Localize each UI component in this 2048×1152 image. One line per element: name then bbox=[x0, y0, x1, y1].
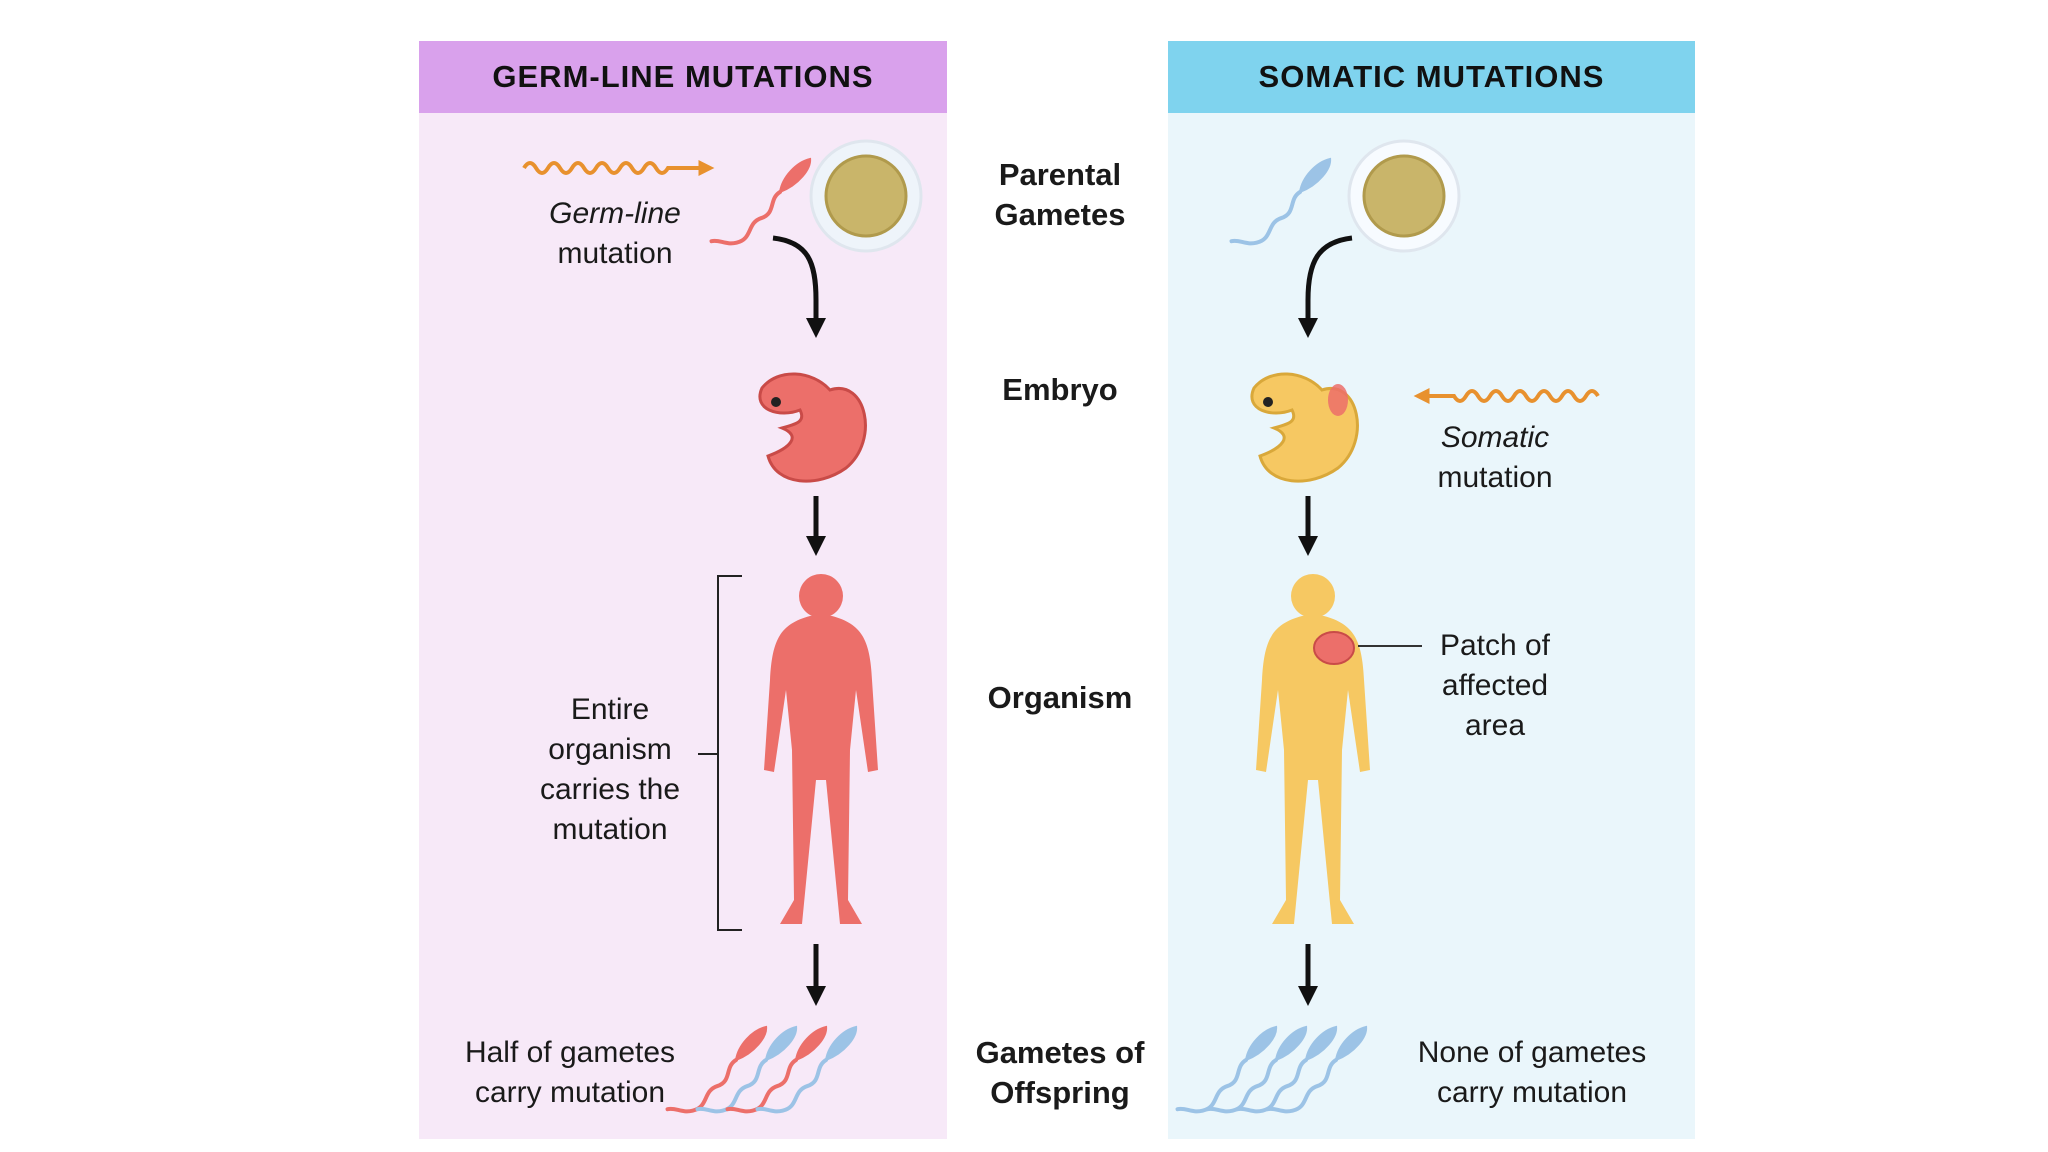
germline-mutation-label: Germ-line mutation bbox=[510, 194, 720, 274]
patch-affected-note-line3: area bbox=[1464, 709, 1526, 742]
somatic-mutation-label-italic: Somatic bbox=[1440, 421, 1550, 454]
somatic-header: SOMATIC MUTATIONS bbox=[1168, 41, 1695, 113]
somatic-organism-icon bbox=[1256, 574, 1370, 924]
somatic-mutation-label: Somatic mutation bbox=[1400, 418, 1590, 498]
normal-sperm-icon bbox=[1229, 135, 1335, 267]
germline-mutation-label-italic: Germ-line bbox=[549, 197, 681, 230]
half-gametes-note-line1: Half of gametes bbox=[464, 1036, 676, 1069]
patch-affected-note: Patch of affected area bbox=[1400, 626, 1590, 746]
fertilization-arrow-right bbox=[1298, 235, 1353, 338]
egg-cell-icon bbox=[809, 139, 923, 253]
stage-parental-line1: Parental bbox=[998, 157, 1122, 192]
entire-organism-note: Entire organism carries the mutation bbox=[510, 690, 710, 850]
entire-organism-note-line1: Entire bbox=[570, 693, 650, 726]
none-gametes-note-line2: carry mutation bbox=[1436, 1076, 1628, 1109]
somatic-radiation-icon bbox=[1413, 388, 1600, 404]
patch-affected-note-line1: Patch of bbox=[1439, 629, 1551, 662]
germline-organism-icon bbox=[764, 574, 878, 924]
entire-organism-note-line4: mutation bbox=[552, 813, 668, 846]
stage-offspring-line2: Offspring bbox=[990, 1075, 1130, 1110]
half-gametes-note-line2: carry mutation bbox=[474, 1076, 666, 1109]
stage-gametes-of-offspring: Gametes of Offspring bbox=[960, 1033, 1160, 1113]
germline-radiation-icon bbox=[522, 160, 715, 176]
none-gametes-note: None of gametes carry mutation bbox=[1392, 1033, 1672, 1113]
organism-bracket bbox=[698, 575, 742, 931]
germline-header: GERM-LINE MUTATIONS bbox=[419, 41, 947, 113]
egg-cell-icon-right bbox=[1347, 139, 1461, 253]
half-gametes-note: Half of gametes carry mutation bbox=[440, 1033, 700, 1113]
stage-parental-gametes: Parental Gametes bbox=[960, 155, 1160, 235]
germline-embryo-icon bbox=[758, 372, 867, 483]
entire-organism-note-line2: organism bbox=[548, 733, 672, 766]
somatic-mutation-label-line2: mutation bbox=[1437, 461, 1553, 494]
stage-embryo: Embryo bbox=[1002, 372, 1118, 407]
germline-mutation-label-line2: mutation bbox=[557, 237, 673, 270]
stage-parental-line2: Gametes bbox=[994, 197, 1126, 232]
stage-organism: Organism bbox=[987, 680, 1133, 715]
somatic-embryo-icon bbox=[1250, 372, 1359, 483]
patch-affected-note-line2: affected bbox=[1441, 669, 1549, 702]
offspring-sperm-normal-2 bbox=[755, 1003, 861, 1135]
entire-organism-note-line3: carries the bbox=[539, 773, 681, 806]
stage-offspring-line1: Gametes of bbox=[975, 1035, 1145, 1070]
fertilization-arrow-left bbox=[772, 235, 826, 338]
offspring-sperm-normal-r4 bbox=[1265, 1003, 1371, 1135]
none-gametes-note-line1: None of gametes bbox=[1417, 1036, 1647, 1069]
